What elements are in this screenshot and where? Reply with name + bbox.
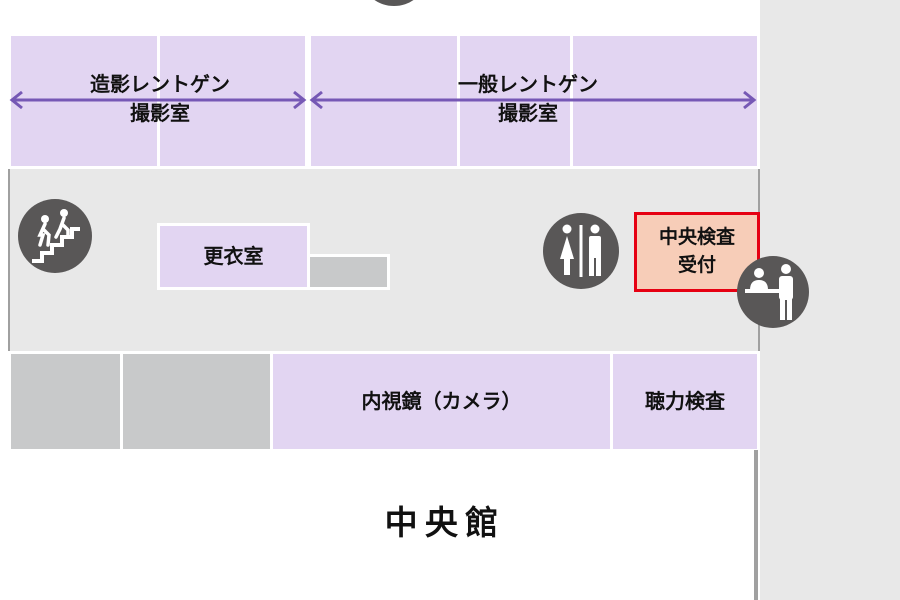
endoscopy-label: 内視鏡（カメラ） (361, 389, 522, 413)
storage-room[interactable] (307, 254, 390, 290)
changing-room-label: 更衣室 (203, 244, 264, 268)
contrast-xray-name: 造影レントゲン (90, 72, 230, 96)
contrast-xray-room: 撮影室 (130, 101, 190, 125)
gray-room-b[interactable] (120, 351, 273, 452)
gray-room-a[interactable] (8, 351, 123, 452)
contrast-xray-label: 造影レントゲン 撮影室 (60, 70, 260, 140)
top-partial-icon (365, 0, 423, 6)
general-xray-name: 一般レントゲン (458, 72, 598, 96)
hearing-test-room[interactable]: 聴力検査 (610, 351, 760, 452)
hearing-test-label: 聴力検査 (645, 389, 725, 413)
reception-line2: 受付 (677, 254, 716, 276)
reception-line1: 中央検査 (658, 226, 735, 249)
reception-desk-icon[interactable] (737, 256, 809, 328)
building-border (754, 450, 758, 600)
building-name: 中央館 (384, 503, 506, 542)
central-exam-reception[interactable]: 中央検査 受付 (634, 212, 760, 292)
restroom-icon[interactable] (543, 213, 619, 289)
general-xray-label: 一般レントゲン 撮影室 (428, 70, 628, 140)
general-xray-room: 撮影室 (498, 101, 558, 125)
contrast-xray-range-arrow (9, 90, 307, 110)
stairs-icon[interactable] (18, 199, 92, 273)
changing-room[interactable]: 更衣室 (157, 223, 310, 290)
endoscopy-room[interactable]: 内視鏡（カメラ） (270, 351, 613, 452)
general-xray-range-arrow (309, 90, 757, 110)
